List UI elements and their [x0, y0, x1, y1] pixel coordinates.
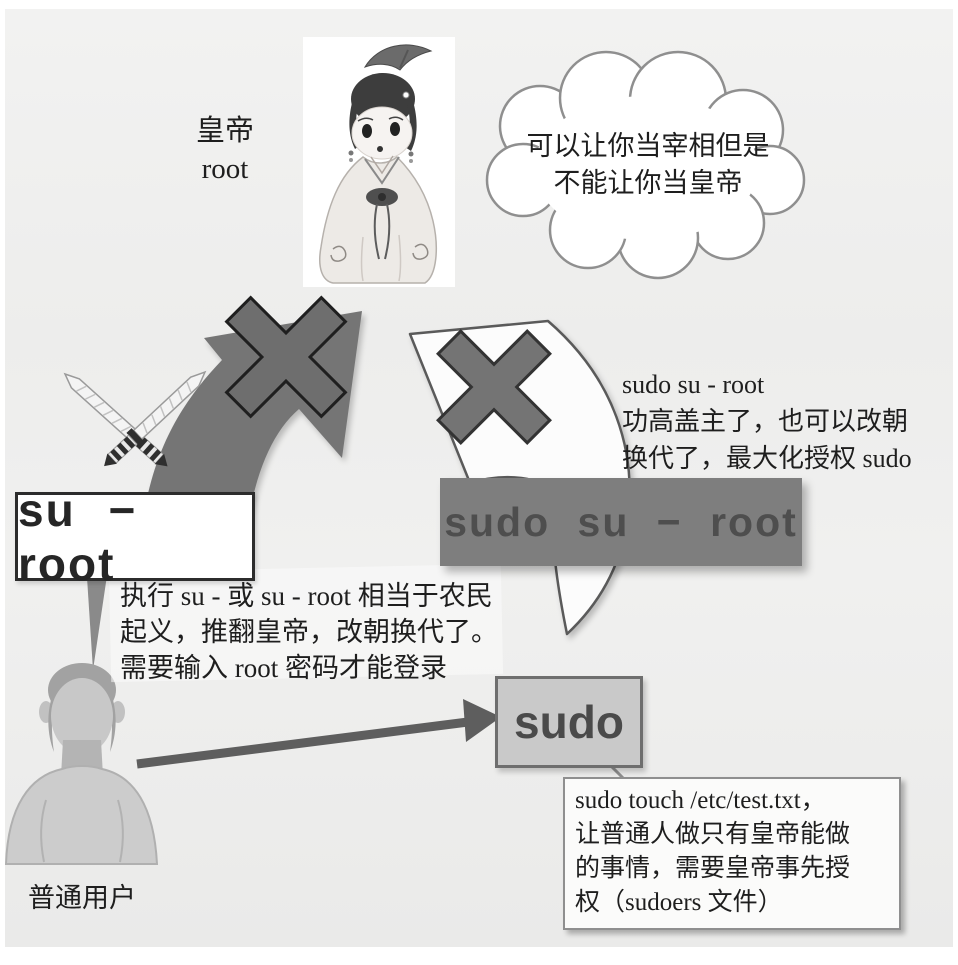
sudo-note-line: sudo touch /etc/test.txt，: [575, 787, 826, 814]
sudo-note-line: 让普通人做只有皇帝能做: [575, 821, 851, 848]
emperor-label-title: 皇帝: [195, 115, 254, 147]
su-note: 执行 su - 或 su - root 相当于农民 起义，推翻皇帝，改朝换代了。…: [120, 578, 498, 686]
sudo-note-line: 的事情，需要皇帝事先授: [575, 855, 851, 882]
thought-cloud: [485, 50, 806, 280]
sudo-su-root-box-label: sudo su − root: [444, 498, 798, 545]
sudo-note-line: 权（sudoers 文件）: [575, 889, 783, 916]
sudo-su-root-box: sudo su − root: [440, 478, 802, 566]
sudo-box: sudo: [495, 676, 643, 768]
crossed-swords-icon: [63, 370, 207, 467]
emperor-label-root: root: [201, 153, 249, 185]
sudo-su-note: sudo su - root 功高盖主了，也可以改朝 换代了，最大化授权 sud…: [622, 366, 912, 477]
su-root-box: su − root: [15, 484, 255, 590]
arrow-user-to-sudo: [136, 699, 501, 769]
emperor-label: 皇帝 root: [165, 112, 285, 188]
user-silhouette: [4, 663, 159, 865]
sudo-su-note-line: sudo su - root: [622, 370, 765, 399]
su-note-line: 起义，推翻皇帝，改朝换代了。: [120, 617, 498, 647]
sudo-note-box: sudo touch /etc/test.txt， 让普通人做只有皇帝能做 的事…: [563, 777, 901, 930]
su-note-line: 执行 su - 或 su - root 相当于农民: [120, 581, 493, 611]
su-note-line: 需要输入 root 密码才能登录: [120, 653, 447, 683]
su-root-box-label: su − root: [18, 483, 138, 590]
cross-mark-icon: [436, 329, 552, 445]
emperor-picture-frame: [303, 37, 455, 287]
cloud-line: 不能让你当皇帝: [553, 168, 743, 198]
user-label: 普通用户: [28, 883, 136, 913]
sudo-su-note-line: 换代了，最大化授权 sudo: [622, 444, 912, 473]
cloud-speech-text: 可以让你当宰相但是 不能让你当皇帝: [490, 128, 806, 202]
cloud-line: 可以让你当宰相但是: [526, 131, 770, 161]
pointer-spike: [86, 562, 109, 670]
sudo-su-note-line: 功高盖主了，也可以改朝: [622, 407, 909, 436]
sudo-box-label: sudo: [514, 696, 624, 748]
cross-mark-icon: [224, 295, 348, 419]
emperor-illustration: [319, 44, 438, 284]
